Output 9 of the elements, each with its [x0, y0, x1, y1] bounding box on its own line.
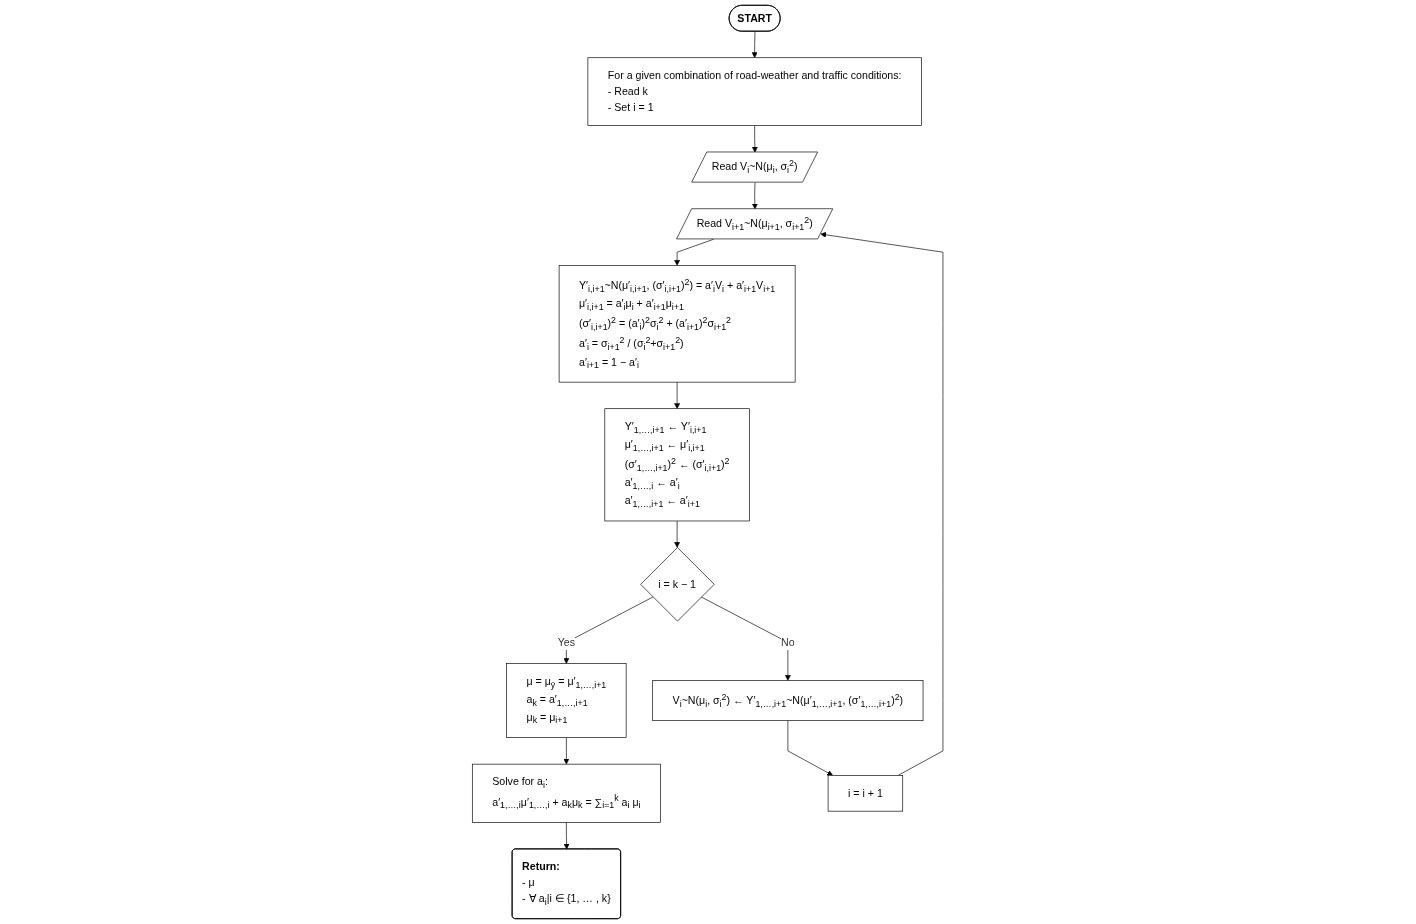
node-box: μ = μ$_{ȳ}$ = μ′$_{1,…,i+1}$ a$_{k}$ = a′$_{1,…,i+1}$ μ$_{k}$ = μ$_{i+1}$ — [506, 663, 627, 738]
node-box: Solve for a$_{i}$: a′$_{1,…,i}$μ′$_{1,…,i}$ + a$_{k}$μ$_{k}$ = ∑$_{i=1}$$^{k}$ a$_{i}$ μ$_{i}$ — [472, 763, 662, 823]
edge-label: No — [781, 636, 796, 648]
node-box: For a given combination of road-weather and traffic conditions: - Read k - Set i = 1 — [587, 57, 923, 126]
node-diamond: i = k − 1 — [640, 547, 715, 622]
node-box: Y′$_{1,…,i+1}$ ← Y′$_{i,i+1}$ μ′$_{1,…,i+1}$ ← μ′$_{i,i+1}$ (σ′$_{1,…,i+1}$)$^{2}$ ← (σ′$_{i,i+1}$)$^{2}$ a′$_{1,…,i}$ ← a′$_{i}$ a′$_{1,…,i+1}$ ← a′$_{i+1}$ — [604, 408, 751, 522]
node-box: i = i + 1 — [828, 775, 904, 812]
node-box: V$_{i}$~N(μ$_{i}$, σ$_{i}$$^{2}$) ← Y′$_{1,…,i+1}$~N(μ′$_{1,…,i+1}$, (σ′$_{1,…,i+1}$)$^{2}$) — [652, 680, 924, 721]
edge-label: Yes — [558, 636, 576, 648]
